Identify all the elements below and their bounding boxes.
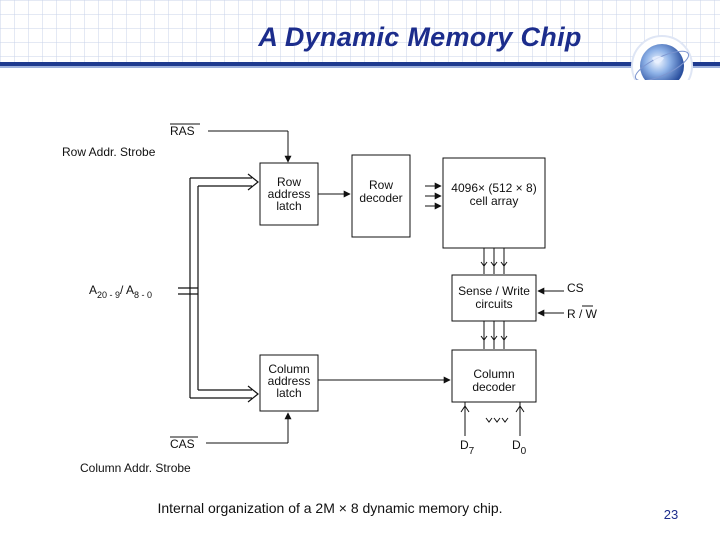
svg-text:Column: Column: [268, 362, 309, 376]
slide-header: [0, 0, 720, 80]
cell-array-block: 4096× (512 × 8) cell array: [442, 157, 546, 249]
d7-label: D7: [460, 438, 475, 457]
svg-text:Row: Row: [369, 178, 393, 192]
svg-text:Column: Column: [473, 367, 514, 381]
svg-text:decoder: decoder: [472, 380, 515, 394]
slide-caption: Internal organization of a 2M × 8 dynami…: [157, 500, 503, 516]
decoder-to-array-lines: [425, 182, 442, 210]
array-to-sense-lines: [480, 248, 508, 274]
svg-text:latch: latch: [276, 386, 301, 400]
header-decoration: [0, 0, 720, 80]
ras-description: Row Addr. Strobe: [62, 145, 156, 159]
column-address-latch-block: Column address latch: [259, 354, 319, 412]
sense-write-block: Sense / Write circuits: [451, 274, 537, 322]
column-decoder-block: Column decoder: [451, 349, 537, 403]
svg-text:circuits: circuits: [475, 297, 512, 311]
svg-text:Row: Row: [277, 175, 301, 189]
slide-title: A Dynamic Memory Chip: [258, 22, 582, 52]
sense-to-column-decoder-lines: [480, 321, 508, 349]
cs-signal: CS: [537, 281, 584, 295]
svg-text:address: address: [268, 374, 311, 388]
d0-label: D0: [512, 438, 527, 457]
svg-text:decoder: decoder: [359, 191, 402, 205]
cas-signal: CAS: [170, 412, 292, 451]
data-lines: D7 D0: [460, 402, 527, 457]
ras-label: RAS: [170, 124, 195, 138]
row-address-latch-block: Row address latch: [259, 162, 319, 226]
svg-text:Sense / Write: Sense / Write: [458, 284, 530, 298]
ras-signal: RAS: [170, 123, 292, 163]
globe-icon: [631, 35, 693, 80]
page-number: 23: [663, 507, 679, 522]
row-decoder-block: Row decoder: [351, 154, 411, 238]
svg-text:4096× (512 × 8): 4096× (512 × 8): [451, 181, 536, 195]
rw-label: R / W: [567, 307, 598, 321]
address-bus: A20 - 9/ A8 - 0: [89, 173, 259, 403]
cas-label: CAS: [170, 437, 195, 451]
cas-description: Column Addr. Strobe: [80, 461, 191, 475]
svg-text:address: address: [268, 187, 311, 201]
cs-label: CS: [567, 281, 584, 295]
address-bus-label: A20 - 9/ A8 - 0: [89, 283, 152, 300]
svg-text:cell array: cell array: [470, 194, 519, 208]
svg-text:latch: latch: [276, 199, 301, 213]
rw-signal: R / W: [537, 305, 598, 321]
